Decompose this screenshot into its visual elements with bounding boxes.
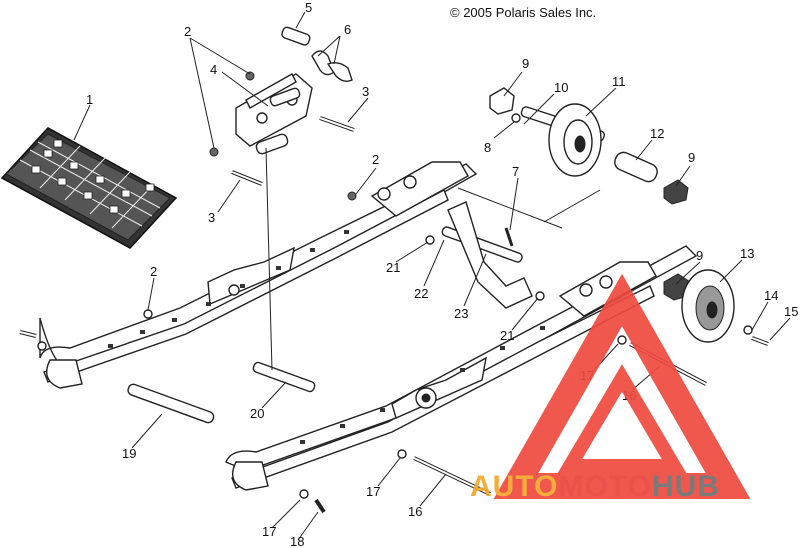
watermark-word-auto: AUTO bbox=[470, 470, 558, 503]
callout-9: 9 bbox=[522, 56, 529, 71]
watermark-text: AUTOMOTOHUB bbox=[470, 470, 720, 503]
watermark-word-hub: HUB bbox=[652, 470, 720, 503]
callout-23: 23 bbox=[454, 306, 468, 321]
watermark-triangle-logo bbox=[493, 273, 751, 499]
callout-18: 18 bbox=[290, 534, 304, 548]
callout-17: 17 bbox=[262, 524, 276, 539]
left-rail bbox=[39, 161, 478, 389]
track-block-part bbox=[0, 127, 178, 249]
callout-8: 8 bbox=[484, 140, 491, 155]
callout-9: 9 bbox=[688, 150, 695, 165]
callout-21: 21 bbox=[386, 260, 400, 275]
callout-21: 21 bbox=[500, 328, 514, 343]
callout-16: 16 bbox=[408, 504, 422, 519]
callout-7: 7 bbox=[512, 164, 519, 179]
callout-9: 9 bbox=[696, 248, 703, 263]
bottom-fasteners bbox=[19, 191, 491, 514]
callout-13: 13 bbox=[740, 246, 754, 261]
callout-6: 6 bbox=[344, 22, 351, 37]
automotohub-watermark: AUTOMOTOHUB bbox=[470, 273, 751, 503]
callout-15: 15 bbox=[784, 304, 798, 319]
copyright-text: © 2005 Polaris Sales Inc. bbox=[450, 5, 596, 20]
callout-10: 10 bbox=[554, 80, 568, 95]
upper-wheel-assembly bbox=[489, 87, 689, 205]
callout-3: 3 bbox=[362, 84, 369, 99]
callout-2: 2 bbox=[372, 152, 379, 167]
callout-2: 2 bbox=[184, 24, 191, 39]
callout-1: 1 bbox=[86, 92, 93, 107]
callout-2: 2 bbox=[150, 264, 157, 279]
callout-12: 12 bbox=[650, 126, 664, 141]
callout-labels: 5 6 2 4 3 1 9 10 11 8 12 9 7 2 3 2 21 22… bbox=[86, 0, 798, 548]
callout-19: 19 bbox=[122, 446, 136, 461]
callout-20: 20 bbox=[250, 406, 264, 421]
pivot-bracket-assembly bbox=[209, 26, 355, 186]
callout-14: 14 bbox=[764, 288, 778, 303]
leader-lines bbox=[73, 11, 791, 541]
callout-4: 4 bbox=[210, 62, 217, 77]
callout-22: 22 bbox=[414, 286, 428, 301]
callout-3: 3 bbox=[208, 210, 215, 225]
callout-11: 11 bbox=[612, 74, 626, 89]
callout-5: 5 bbox=[305, 0, 312, 15]
callout-17: 17 bbox=[366, 484, 380, 499]
cross-shafts bbox=[127, 201, 545, 424]
watermark-word-moto: MOTO bbox=[558, 470, 651, 503]
